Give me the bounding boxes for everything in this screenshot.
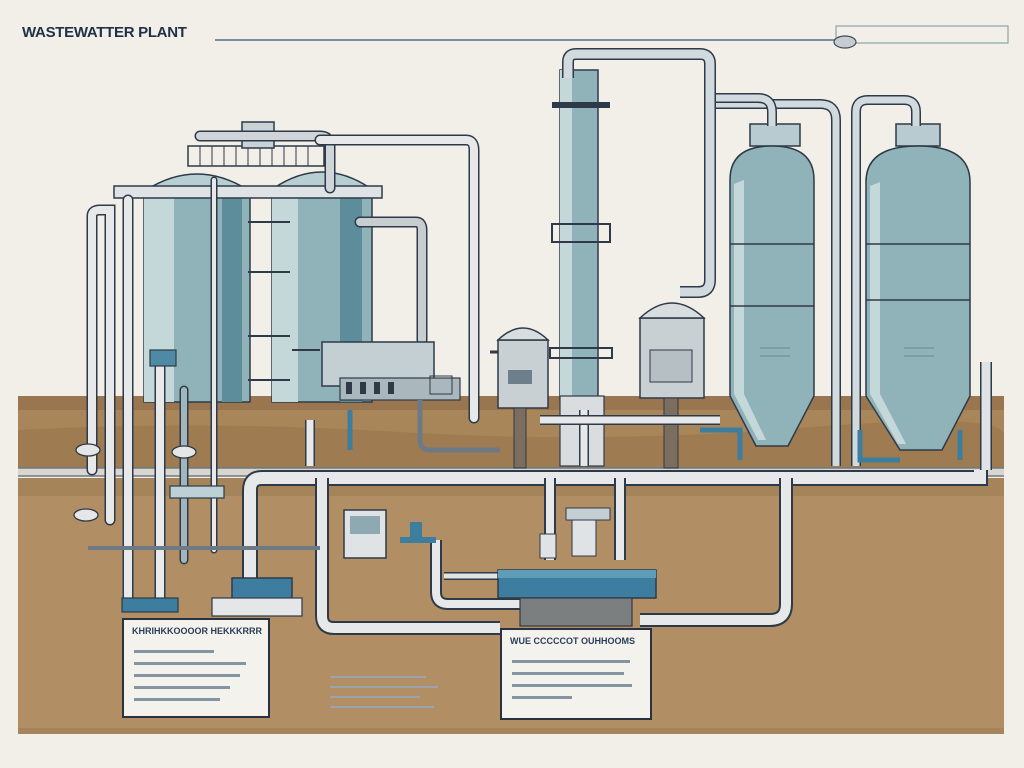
text-line xyxy=(512,696,572,699)
text-line xyxy=(134,698,220,701)
legend-box-left: KHRIHKKOOOOR HEKKKRRR xyxy=(122,618,270,718)
text-line xyxy=(134,686,230,689)
left-basin xyxy=(88,546,320,617)
text-line xyxy=(134,662,246,665)
legend-box-left-title: KHRIHKKOOOOR HEKKKRRR xyxy=(132,626,262,636)
text-line xyxy=(134,674,240,677)
header-rule xyxy=(215,25,1009,49)
legend-box-right-title: WUE CCCCCOT OUHHOOMS xyxy=(510,636,635,646)
silo-outlet-pipes xyxy=(305,400,963,466)
silo-left xyxy=(729,123,815,447)
control-panel xyxy=(321,341,461,401)
text-line xyxy=(134,650,214,653)
text-line xyxy=(512,672,624,675)
text-line xyxy=(512,684,632,687)
annotation-lines xyxy=(330,674,440,708)
legend-box-right: WUE CCCCCOT OUHHOOMS xyxy=(500,628,652,720)
overhead-pipes-right xyxy=(716,93,992,470)
tank-top-railing xyxy=(187,121,325,167)
catwalk xyxy=(113,185,383,199)
text-line xyxy=(512,660,630,663)
equalization-basin xyxy=(497,507,657,627)
underground-meter xyxy=(343,509,422,559)
silo-right xyxy=(865,123,971,451)
valve-markers-left xyxy=(73,221,320,522)
dosing-tank-left xyxy=(490,327,550,469)
page-title: WASTEWATTER PLANT xyxy=(22,24,187,41)
